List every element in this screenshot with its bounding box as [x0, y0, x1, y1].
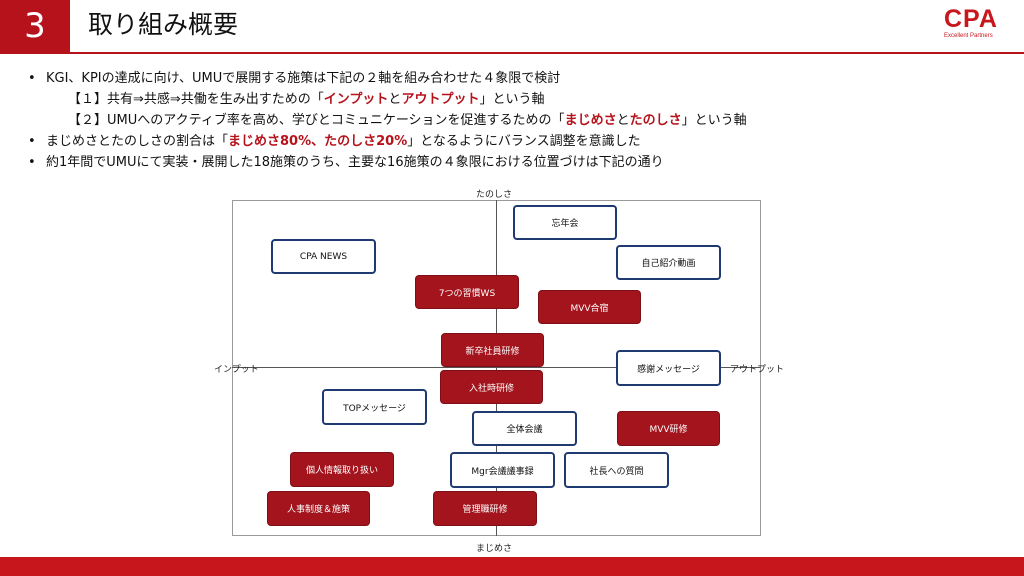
bullet-text-post: 」となるようにバランス調整を意識した — [407, 134, 641, 149]
initiative-box: MVV研修 — [617, 411, 720, 446]
bullet-dot: • — [28, 71, 36, 86]
initiative-box: 人事制度＆施策 — [267, 491, 370, 526]
initiative-box: CPA NEWS — [271, 239, 376, 274]
bullet-text: KGI、KPIの達成に向け、UMUで展開する施策は下記の２軸を組み合わせた４象限… — [46, 71, 561, 86]
axis-label-right: アウトプット — [730, 365, 785, 375]
bullet-item: • KGI、KPIの達成に向け、UMUで展開する施策は下記の２軸を組み合わせた４象… — [28, 68, 1008, 89]
bullet-text-post: 」という軸 — [479, 92, 545, 107]
bullet-text-mid: と — [388, 92, 402, 107]
bullet-text-pre: まじめさとたのしさの割合は「 — [46, 134, 229, 149]
header-divider — [0, 52, 1024, 54]
section-number: 3 — [0, 0, 70, 52]
axis-label-top: たのしさ — [476, 190, 513, 200]
bullet-dot: • — [28, 155, 36, 170]
bullet-item: • 約1年間でUMUにて実装・展開した18施策のうち、主要な16施策の４象限におけ… — [28, 152, 1008, 173]
vertical-axis — [496, 200, 497, 536]
initiative-box: 感謝メッセージ — [616, 350, 721, 386]
initiative-box: 7つの習慣WS — [415, 275, 519, 309]
initiative-box: 個人情報取り扱い — [290, 452, 394, 487]
sub-bullet-item: 【２】UMUへのアクティブ率を高め、学びとコミュニケーションを促進するための「ま… — [28, 110, 1008, 131]
footer-bar — [0, 557, 1024, 576]
initiative-box: 新卒社員研修 — [441, 333, 544, 367]
initiative-box: MVV合宿 — [538, 290, 641, 324]
highlight-input: インプット — [323, 92, 389, 107]
bullet-text-post: 」という軸 — [681, 113, 747, 128]
initiative-box: 管理職研修 — [433, 491, 537, 526]
initiative-box: 忘年会 — [513, 205, 617, 240]
bullet-list: • KGI、KPIの達成に向け、UMUで展開する施策は下記の２軸を組み合わせた４象… — [28, 68, 1008, 173]
bullet-text-pre: 【２】UMUへのアクティブ率を高め、学びとコミュニケーションを促進するための「 — [68, 113, 565, 128]
slide-title: 取り組み概要 — [88, 10, 239, 39]
bullet-text-mid: と — [616, 113, 630, 128]
initiative-box: 自己紹介動画 — [616, 245, 721, 280]
axis-label-left: インプット — [214, 365, 259, 375]
initiative-box: Mgr会議議事録 — [450, 452, 555, 488]
bullet-text: 約1年間でUMUにて実装・展開した18施策のうち、主要な16施策の４象限における… — [46, 155, 664, 170]
initiative-box: TOPメッセージ — [322, 389, 427, 425]
highlight-ratio: まじめさ80%、たのしさ20% — [228, 134, 408, 149]
slide-header: 3 取り組み概要 CPA Excellent Partners — [0, 0, 1024, 52]
initiative-box: 社長への質問 — [564, 452, 669, 488]
logo-subtext: Excellent Partners — [944, 33, 993, 39]
logo-text: CPA — [944, 5, 998, 33]
sub-bullet-item: 【１】共有⇒共感⇒共働を生み出すための「インプットとアウトプット」という軸 — [28, 89, 1008, 110]
highlight-fun: たのしさ — [629, 113, 682, 128]
axis-label-bottom: まじめさ — [476, 544, 513, 554]
bullet-dot: • — [28, 134, 36, 149]
initiative-box: 全体会議 — [472, 411, 577, 446]
initiative-box: 入社時研修 — [440, 370, 543, 404]
highlight-seriousness: まじめさ — [564, 113, 617, 128]
bullet-item: • まじめさとたのしさの割合は「まじめさ80%、たのしさ20%」となるようにバラン… — [28, 131, 1008, 152]
bullet-text-pre: 【１】共有⇒共感⇒共働を生み出すための「 — [68, 92, 324, 107]
company-logo: CPA Excellent Partners — [944, 6, 1010, 46]
highlight-output: アウトプット — [401, 92, 480, 107]
